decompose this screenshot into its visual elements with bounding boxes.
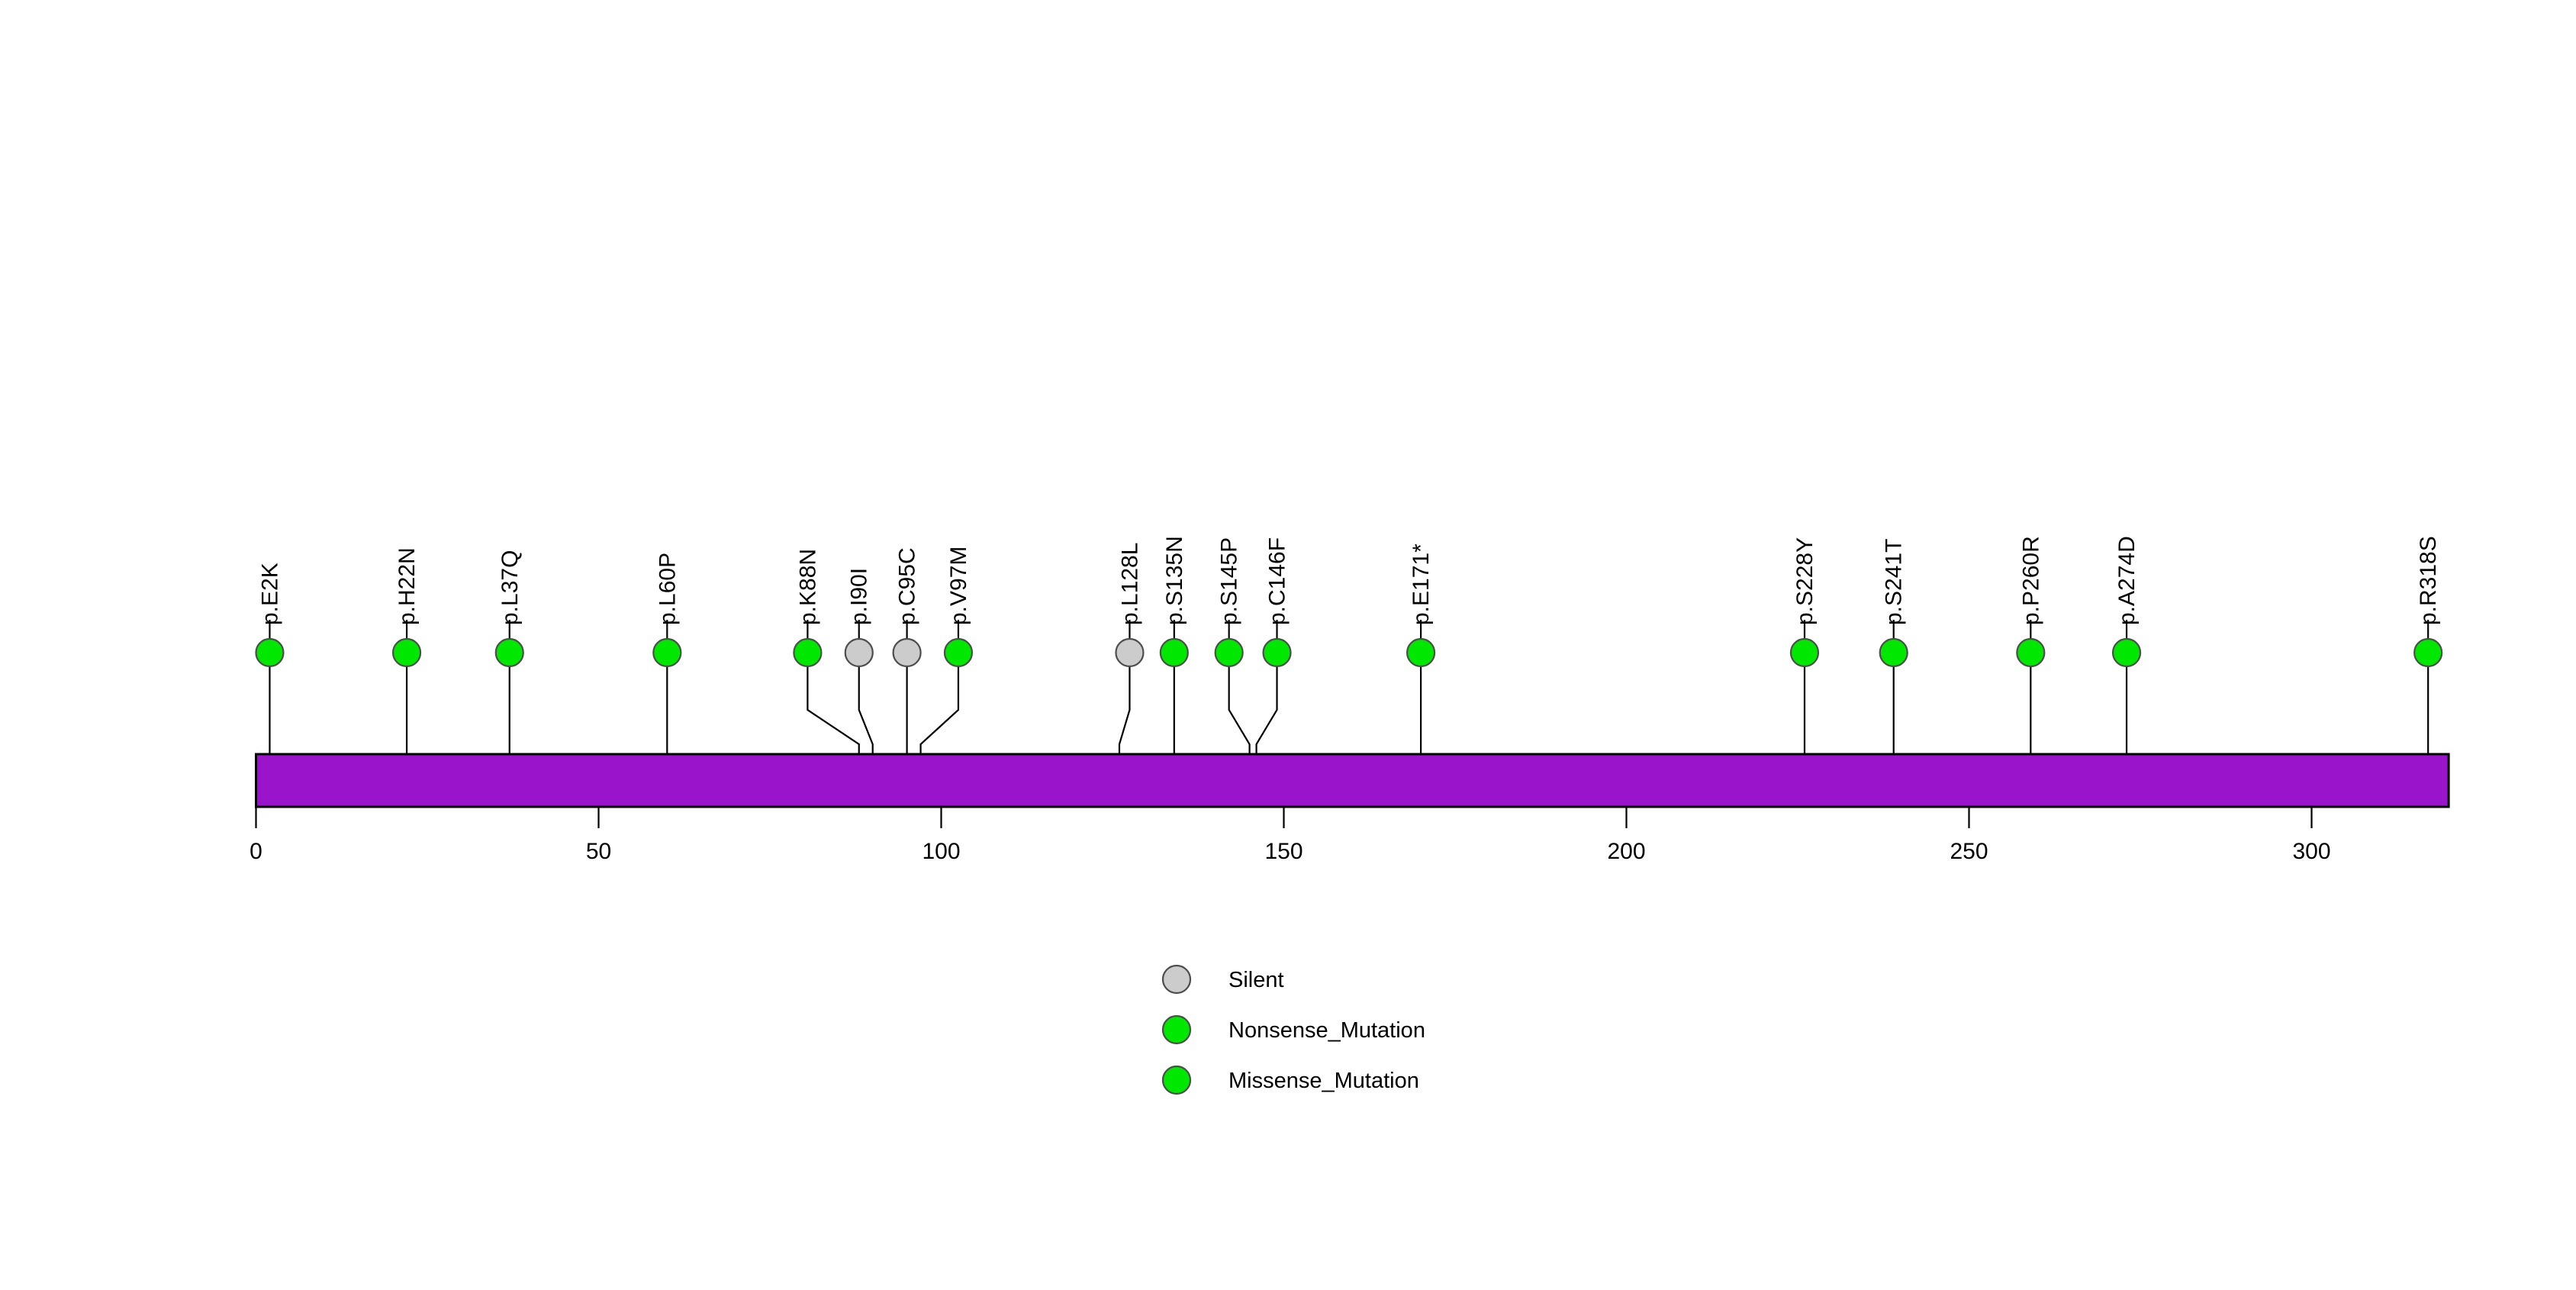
- mutation-label-pS135N: p.S135N: [1162, 536, 1187, 625]
- axis-tick-label-250: 250: [1950, 839, 1988, 864]
- mutation-label-pP260R: p.P260R: [2018, 536, 2043, 625]
- mutation-dot-pC146F[interactable]: [1262, 637, 1292, 668]
- protein-domain-rect: [255, 753, 2450, 808]
- mutation-label-pA274D: p.A274D: [2114, 536, 2140, 625]
- mutation-label-pL60P: p.L60P: [655, 553, 680, 625]
- mutation-dot-pC95C[interactable]: [892, 637, 922, 668]
- mutation-label-pE171: p.E171*: [1409, 543, 1434, 625]
- mutation-dots-layer: [255, 637, 2443, 668]
- mutation-dot-pL60P[interactable]: [652, 637, 682, 668]
- mutation-dot-pA274D[interactable]: [2111, 637, 2142, 668]
- mutation-label-pC95C: p.C95C: [895, 547, 920, 625]
- mutation-dot-pV97M[interactable]: [943, 637, 974, 668]
- axis-tick-label-200: 200: [1607, 839, 1645, 864]
- mutation-label-pK88N: p.K88N: [795, 549, 820, 625]
- mutation-label-pV97M: p.V97M: [946, 547, 971, 625]
- mutation-label-pI90I: p.I90I: [847, 568, 872, 625]
- legend-swatch-silent[interactable]: [1161, 964, 1192, 995]
- mutation-dot-pP260R[interactable]: [2016, 637, 2046, 668]
- mutation-dot-pS145P[interactable]: [1214, 637, 1244, 668]
- legend-swatch-missense_mutation[interactable]: [1161, 1065, 1192, 1095]
- mutation-dot-pK88N[interactable]: [793, 637, 823, 668]
- mutation-label-pR318S: p.R318S: [2416, 536, 2441, 625]
- axis-tick-label-150: 150: [1264, 839, 1302, 864]
- mutation-dot-pE2K[interactable]: [255, 637, 285, 668]
- axis-tick-label-100: 100: [922, 839, 960, 864]
- mutation-label-pL128L: p.L128L: [1117, 543, 1142, 625]
- mutation-labels-layer: p.E2K p.H22N p.L37Q p.L60P p.K88N p.I90I p.C95…: [257, 536, 2441, 625]
- mutation-label-pE2K: p.E2K: [257, 563, 282, 625]
- mutation-dot-pS228Y[interactable]: [1789, 637, 1820, 668]
- mutation-dot-pI90I[interactable]: [844, 637, 874, 668]
- mutation-label-pH22N: p.H22N: [394, 547, 420, 625]
- mutation-label-pL37Q: p.L37Q: [497, 550, 523, 625]
- position-axis: 0 50 100 150 200 250 300: [250, 807, 2331, 864]
- mutation-dot-pS135N[interactable]: [1159, 637, 1189, 668]
- protein-domain-bar: [255, 753, 2450, 808]
- axis-tick-label-300: 300: [2292, 839, 2330, 864]
- mutation-label-pS228Y: p.S228Y: [1792, 537, 1818, 625]
- mutation-label-pC146F: p.C146F: [1265, 537, 1290, 625]
- mutation-dot-pH22N[interactable]: [391, 637, 422, 668]
- mutation-label-pS145P: p.S145P: [1217, 537, 1242, 625]
- mutation-dot-pE171[interactable]: [1406, 637, 1436, 668]
- axis-tick-label-50: 50: [586, 839, 611, 864]
- mutation-dot-pS241T[interactable]: [1879, 637, 1908, 668]
- legend-label-silent: Silent: [1228, 968, 1284, 992]
- mutation-dot-pL37Q[interactable]: [494, 637, 524, 668]
- mutation-dot-pL128L[interactable]: [1115, 637, 1145, 668]
- legend-swatch-nonsense_mutation[interactable]: [1161, 1014, 1192, 1045]
- legend-label-nonsense_mutation: Nonsense_Mutation: [1228, 1018, 1425, 1043]
- mutation-label-pS241T: p.S241T: [1882, 539, 1907, 625]
- legend-label-missense_mutation: Missense_Mutation: [1228, 1069, 1419, 1093]
- axis-tick-label-0: 0: [250, 839, 262, 864]
- mutation-dot-pR318S[interactable]: [2413, 637, 2443, 668]
